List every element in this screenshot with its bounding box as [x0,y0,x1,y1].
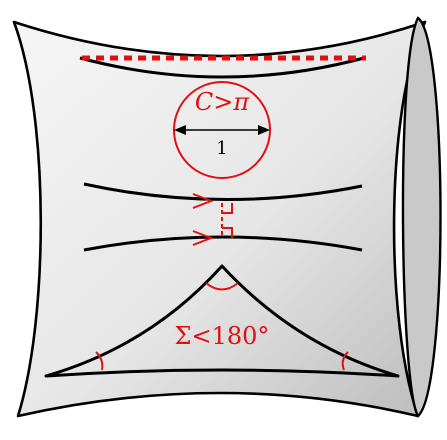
parallel-marker-lower-icon [192,230,214,246]
parallel-line-upper [83,182,363,202]
parallel-line-lower [83,235,363,252]
parallel-marker-upper-icon [192,193,214,209]
angle-sum-label: Σ<180° [175,322,270,350]
surface-end-cap [401,16,442,418]
circumference-label: C>π [195,88,250,116]
angle-arc-top [205,282,239,291]
diameter-arrow-right-icon [258,125,270,135]
top-geodesic [79,56,365,79]
angle-arc-left [95,351,104,371]
right-angle-mark-lower [222,227,233,238]
geodesic-triangle [44,264,400,378]
right-angle-mark-upper [222,203,233,214]
angle-arc-right [341,351,349,371]
diameter-label: 1 [216,138,227,159]
diameter-arrow-left-icon [174,125,186,135]
